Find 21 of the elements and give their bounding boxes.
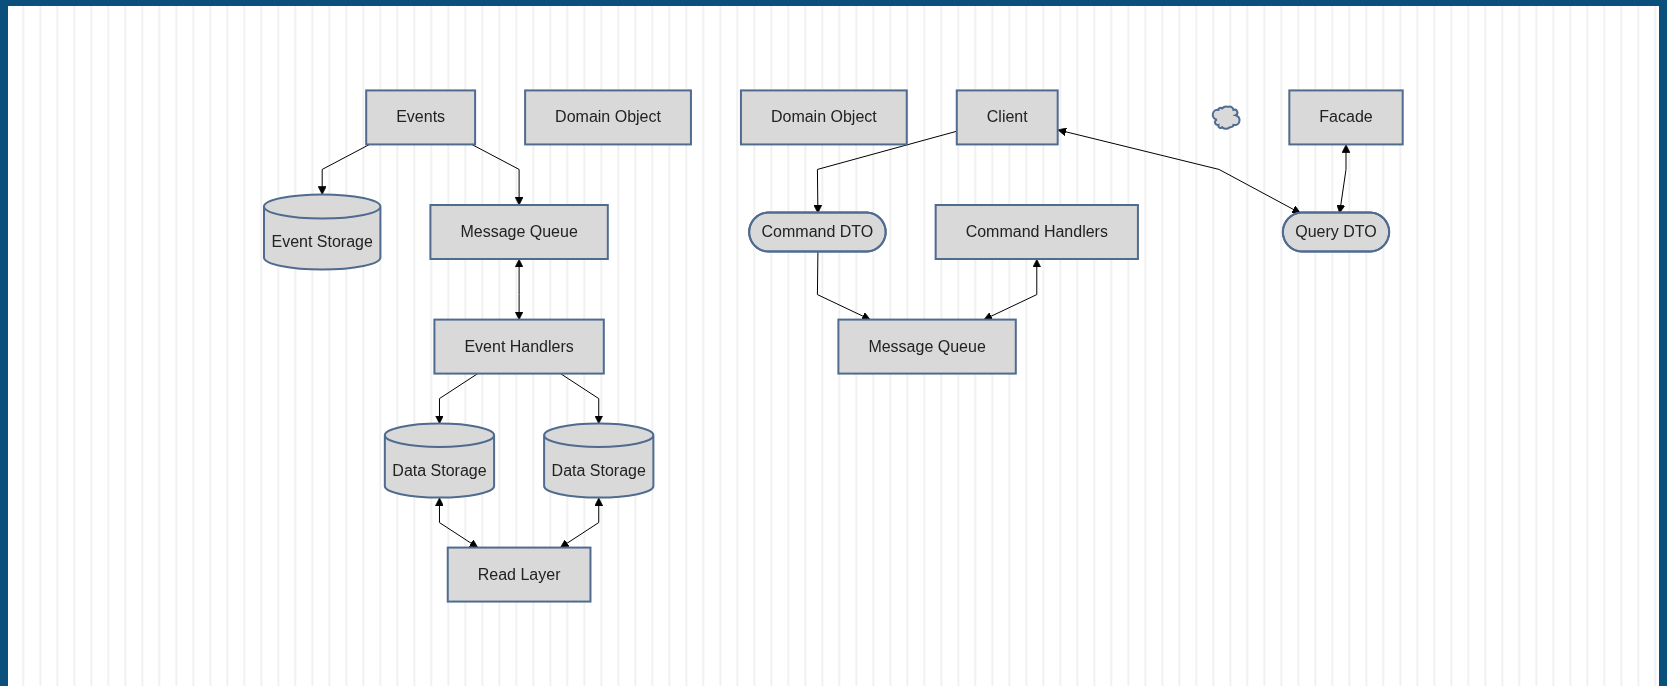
node-box: Facade xyxy=(1288,89,1404,146)
arrow xyxy=(983,259,1042,321)
node-box: Domain Object xyxy=(524,89,693,146)
node-box: Message Queue xyxy=(429,204,609,260)
arrow xyxy=(560,373,604,424)
arrow xyxy=(471,143,524,206)
arrow xyxy=(560,497,604,548)
arrow xyxy=(435,497,479,548)
arrow xyxy=(514,259,524,320)
node-box: Read Layer xyxy=(446,546,592,603)
node-box: Client xyxy=(955,89,1059,146)
node-box: Event Handlers xyxy=(433,318,605,375)
node-cloud xyxy=(1211,105,1241,130)
node-box: Domain Object xyxy=(740,89,908,146)
arrow xyxy=(817,251,871,321)
node-box: Message Queue xyxy=(837,318,1017,375)
node-box: Events xyxy=(365,89,477,146)
node-box: Command Handlers xyxy=(934,204,1140,260)
arrow xyxy=(1336,144,1351,214)
arrow xyxy=(435,373,479,424)
arrow xyxy=(1057,127,1301,214)
